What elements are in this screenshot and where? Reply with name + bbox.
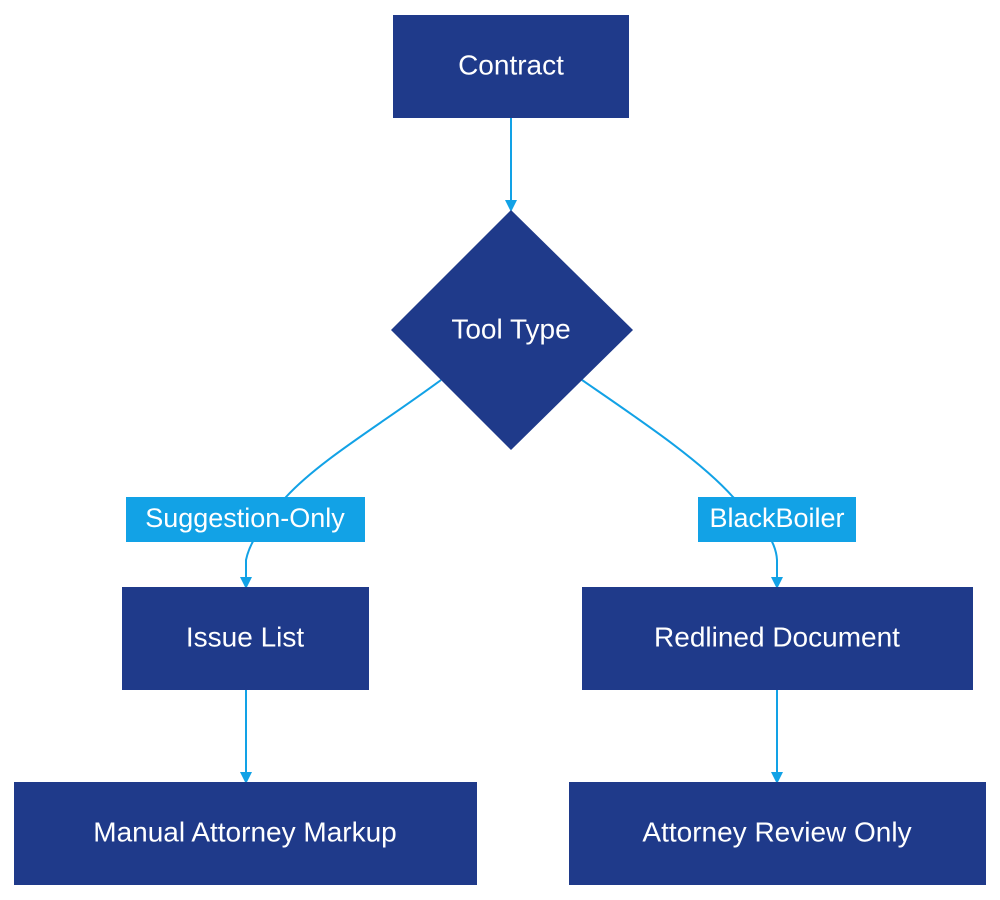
node-tool-type-label: Tool Type bbox=[451, 313, 570, 344]
edge-label-suggestion-only: Suggestion-Only bbox=[126, 497, 365, 542]
node-issue-list[interactable]: Issue List bbox=[122, 587, 369, 690]
node-attorney-review-only-box bbox=[569, 782, 986, 885]
edge-label-blackboiler-bg bbox=[698, 497, 856, 542]
edge-label-blackboiler-text: BlackBoiler bbox=[709, 503, 844, 533]
node-manual-attorney-markup-label: Manual Attorney Markup bbox=[93, 816, 397, 847]
node-redlined-document-label: Redlined Document bbox=[654, 621, 900, 652]
node-contract[interactable]: Contract bbox=[393, 15, 629, 118]
node-attorney-review-only-label: Attorney Review Only bbox=[642, 816, 911, 847]
node-manual-attorney-markup[interactable]: Manual Attorney Markup bbox=[14, 782, 477, 885]
node-redlined-document-box bbox=[582, 587, 973, 690]
edge-label-suggestion-only-text: Suggestion-Only bbox=[145, 503, 345, 533]
edge-tool-type-to-redlined-document bbox=[581, 379, 783, 589]
node-issue-list-label: Issue List bbox=[186, 621, 304, 652]
node-tool-type[interactable]: Tool Type bbox=[391, 210, 633, 450]
edge-label-blackboiler: BlackBoiler bbox=[698, 497, 856, 542]
node-contract-label: Contract bbox=[458, 49, 564, 80]
node-tool-type-diamond bbox=[391, 210, 633, 450]
node-issue-list-box bbox=[122, 587, 369, 690]
node-redlined-document[interactable]: Redlined Document bbox=[582, 587, 973, 690]
edge-tool-type-to-issue-list bbox=[240, 379, 442, 589]
node-attorney-review-only[interactable]: Attorney Review Only bbox=[569, 782, 986, 885]
node-contract-box bbox=[393, 15, 629, 118]
node-manual-attorney-markup-box bbox=[14, 782, 477, 885]
edge-label-suggestion-only-bg bbox=[126, 497, 365, 542]
